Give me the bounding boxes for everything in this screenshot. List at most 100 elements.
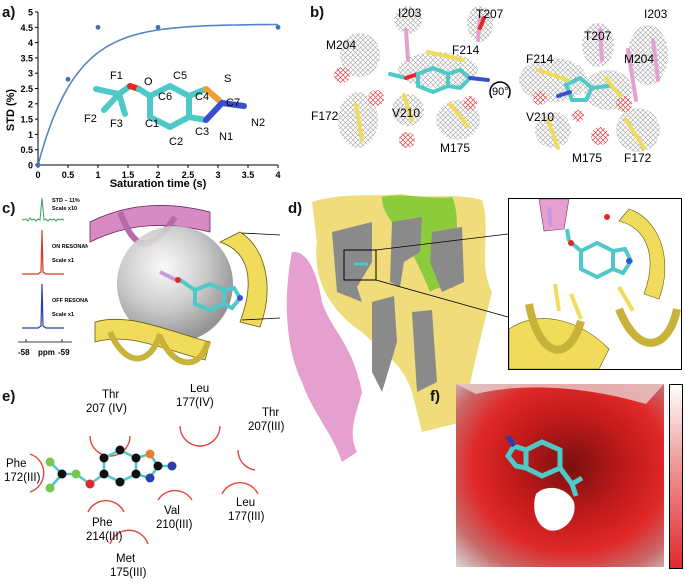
- pocket-ligand: [456, 384, 664, 531]
- label-t207-right: T207: [584, 29, 612, 43]
- atom-f2: F2: [84, 113, 97, 125]
- label-i203-right: I203: [644, 7, 668, 21]
- panel-b: b): [308, 0, 685, 190]
- label-m204-right: M204: [624, 52, 654, 66]
- panel-d-label: d): [288, 200, 303, 217]
- ligand-right: [536, 28, 660, 150]
- residue-met-175-iii-id: 175(III): [110, 567, 147, 579]
- binding-site-illustration: [88, 200, 298, 370]
- atom-o: O: [144, 76, 153, 88]
- density-map-view: I203 T207 M204 F214 F172 V210 M175 90°: [311, 6, 668, 165]
- zoom-box: [343, 249, 377, 281]
- residue-thr-207-iv-name: Thr: [102, 389, 119, 401]
- residue-leu-177-iii-name: Leu: [236, 497, 255, 509]
- panel-b-label: b): [310, 4, 325, 21]
- chart-axes: [37, 12, 278, 166]
- data-point: [35, 162, 41, 168]
- atom-c3: C3: [195, 126, 209, 138]
- y-tick-label: 2: [28, 99, 33, 109]
- on-resonance-spectrum: [22, 229, 64, 275]
- label-f172-left: F172: [311, 109, 339, 123]
- y-tick-label: 0.5: [20, 145, 33, 155]
- residue-leu-177-iv-name: Leu: [190, 384, 209, 395]
- panel-e: e): [0, 384, 300, 585]
- x-tick-label: 1: [95, 170, 100, 180]
- y-tick-label: 4: [28, 38, 33, 48]
- y-tick-label: 1: [28, 130, 33, 140]
- membrane-protein-surface: [241, 194, 509, 462]
- data-point: [275, 24, 281, 30]
- data-points: [35, 24, 281, 168]
- y-tick-label: 1.5: [20, 115, 33, 125]
- panel-c: c) STD – 11% Scale x10 ON RESONANCE Scal…: [0, 192, 300, 382]
- label-v210-right: V210: [526, 110, 554, 124]
- x-tick-label: 1.5: [122, 170, 135, 180]
- atom-f1: F1: [110, 70, 123, 82]
- atom-c5: C5: [173, 70, 187, 82]
- on-resonance-scale: Scale x1: [52, 258, 74, 264]
- label-i203-left: I203: [398, 6, 422, 20]
- residue-val-210-iii-name: Val: [164, 505, 180, 517]
- atom-c7: C7: [226, 97, 240, 109]
- x-tick-label: 3.5: [242, 170, 255, 180]
- x-tick-label: 2.5: [182, 170, 195, 180]
- residue-thr-207-iii-name: Thr: [262, 407, 279, 419]
- atom-c1: C1: [145, 118, 159, 130]
- color-scale-bar: [669, 384, 683, 569]
- ppm-left-tick: -58: [18, 348, 30, 357]
- atom-c4: C4: [195, 91, 209, 103]
- residue-met-175-iii-name: Met: [116, 553, 136, 565]
- atom-c2: C2: [169, 136, 183, 148]
- hydrophobic-contacts: [29, 425, 259, 545]
- label-m175-left: M175: [440, 141, 470, 155]
- surface-cross-section: [332, 217, 464, 392]
- data-point: [95, 24, 101, 30]
- electrostatic-surface: [456, 384, 664, 567]
- atom-c6: C6: [158, 91, 172, 103]
- atom-f3: F3: [110, 118, 123, 130]
- zoom-inset-drawing: [509, 199, 681, 369]
- panel-c-label: c): [2, 200, 16, 217]
- residue-val-210-iii-id: 210(III): [156, 519, 193, 531]
- atom-s: S: [224, 73, 231, 85]
- y-tick-label: 5: [28, 8, 33, 18]
- off-resonance-title: OFF RESONANCE: [52, 298, 100, 304]
- std-title: STD – 11%: [52, 198, 80, 204]
- ligand-atoms: [45, 445, 177, 493]
- y-tick-label: 4.5: [20, 23, 33, 33]
- interaction-diagram: Thr 207 (IV) Leu 177(IV) Thr 207(III) Ph…: [4, 384, 285, 579]
- residue-phe-214-iii-name: Phe: [92, 517, 112, 529]
- molecule-structure: F1 O C5 S C6 C4 C7 F2 F3 C1 C3 N2 N1 C2: [84, 70, 265, 148]
- residue-thr-207-iv-id: 207 (IV): [86, 403, 127, 415]
- residue-leu-177-iii-id: 177(III): [228, 511, 265, 523]
- y-tick-label: 2.5: [20, 84, 33, 94]
- panel-a-label: a): [2, 4, 16, 21]
- ppm-unit: ppm: [38, 348, 55, 357]
- nmr-spectra: STD – 11% Scale x10 ON RESONANCE Scale x…: [18, 197, 298, 370]
- surface-pink: [286, 251, 362, 462]
- off-resonance-scale: Scale x1: [52, 312, 74, 318]
- x-axis-label: Saturation time (s): [110, 178, 207, 190]
- label-f214-right: F214: [526, 52, 554, 66]
- on-resonance-title: ON RESONANCE: [52, 244, 97, 250]
- atom-n2: N2: [251, 117, 265, 129]
- y-tick-label: 3: [28, 69, 33, 79]
- label-v210-left: V210: [392, 106, 420, 120]
- label-f214-left: F214: [452, 43, 480, 57]
- fit-curve: [37, 23, 278, 166]
- residue-phe-172-iii-id: 172(III): [4, 472, 41, 484]
- atom-n1: N1: [219, 131, 233, 143]
- ligand-left: [354, 16, 490, 142]
- residue-phe-214-iii-id: 214(III): [86, 531, 123, 543]
- x-tick-label: 4: [275, 170, 280, 180]
- std-scale: Scale x10: [52, 206, 77, 212]
- off-resonance-spectrum: [22, 283, 64, 329]
- x-tick-label: 0: [35, 170, 40, 180]
- y-axis-label: STD (%): [5, 89, 17, 132]
- data-point: [155, 24, 161, 30]
- panel-f: f): [430, 384, 685, 585]
- residue-thr-207-iii-id: 207(III): [248, 421, 285, 433]
- panel-e-label: e): [2, 388, 16, 405]
- x-tick-label: 3: [215, 170, 220, 180]
